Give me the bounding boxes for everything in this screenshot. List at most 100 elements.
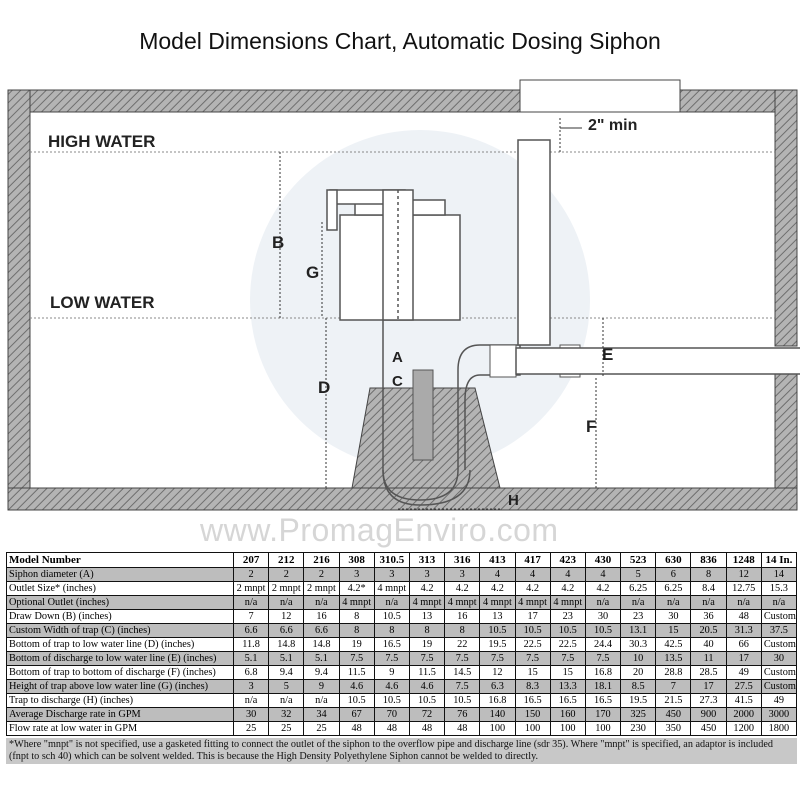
table-cell: 7.5 xyxy=(338,651,375,666)
row-label: Bottom of discharge to low water line (E… xyxy=(6,651,234,666)
table-cell: n/a xyxy=(303,693,340,708)
table-cell: 7.5 xyxy=(549,651,586,666)
row-label: Optional Outlet (inches) xyxy=(6,595,234,610)
table-cell: 25 xyxy=(232,721,270,736)
table-cell: 523 xyxy=(620,552,657,568)
table-cell: 8.3 xyxy=(514,679,551,694)
tank-walls xyxy=(7,79,798,511)
table-cell: 17 xyxy=(690,679,727,694)
table-cell: 19 xyxy=(408,637,446,652)
table-cell: 13 xyxy=(479,609,516,624)
dimension-a-label: A xyxy=(392,349,403,366)
table-cell: 37.5 xyxy=(760,623,798,638)
table-cell: 48 xyxy=(373,721,410,736)
table-cell: n/a xyxy=(620,595,657,610)
table-cell: 8 xyxy=(408,623,446,638)
table-cell: 8.5 xyxy=(620,679,657,694)
table-cell: 5 xyxy=(268,679,305,694)
table-cell: 23 xyxy=(549,609,586,624)
table-cell: 350 xyxy=(655,721,692,736)
table-cell: 72 xyxy=(408,707,446,722)
table-cell: 3 xyxy=(408,567,446,582)
table-cell: 8 xyxy=(338,609,375,624)
table-cell: 4 mnpt xyxy=(338,595,375,610)
table-cell: 2 mnpt xyxy=(232,581,270,596)
table-cell: 1800 xyxy=(760,721,798,736)
table-cell: 2 xyxy=(232,567,270,582)
siphon-bell xyxy=(326,189,461,321)
table-cell: 7.5 xyxy=(584,651,622,666)
row-label: Siphon diameter (A) xyxy=(6,567,234,582)
table-cell: 9.4 xyxy=(303,665,340,680)
table-cell: 4 mnpt xyxy=(549,595,586,610)
table-cell: 4 mnpt xyxy=(479,595,516,610)
table-cell: 10.5 xyxy=(584,623,622,638)
table-cell: 7.5 xyxy=(373,651,410,666)
table-cell: 19.5 xyxy=(479,637,516,652)
table-cell: 6 xyxy=(655,567,692,582)
table-cell: 18.1 xyxy=(584,679,622,694)
table-cell: 13.5 xyxy=(655,651,692,666)
table-cell: 5 xyxy=(620,567,657,582)
dimension-h-label: H xyxy=(508,492,519,509)
table-cell: 6.6 xyxy=(303,623,340,638)
table-cell: 325 xyxy=(620,707,657,722)
table-cell: 24.4 xyxy=(584,637,622,652)
table-cell: 4.2 xyxy=(514,581,551,596)
table-cell: n/a xyxy=(268,595,305,610)
table-cell: n/a xyxy=(655,595,692,610)
table-footnote: *Where "mnpt" is not specified, use a ga… xyxy=(6,738,797,764)
table-cell: 49 xyxy=(760,693,798,708)
table-cell: 30 xyxy=(584,609,622,624)
table-cell: 8 xyxy=(338,623,375,638)
table-cell: 28.8 xyxy=(655,665,692,680)
table-cell: 66 xyxy=(725,637,762,652)
table-cell: 10.5 xyxy=(514,623,551,638)
dimension-g-label: G xyxy=(306,263,319,282)
table-cell: 48 xyxy=(338,721,375,736)
siphon-trap xyxy=(382,320,521,501)
table-cell: 25 xyxy=(303,721,340,736)
table-cell: 4.2* xyxy=(338,581,375,596)
table-cell: 207 xyxy=(232,552,270,568)
table-cell: 6.8 xyxy=(232,665,270,680)
table-cell: 4.2 xyxy=(584,581,622,596)
table-cell: 4 mnpt xyxy=(373,581,410,596)
table-cell: 7.5 xyxy=(514,651,551,666)
row-label: Model Number xyxy=(6,552,234,568)
table-cell: 76 xyxy=(444,707,481,722)
low-water-label: LOW WATER xyxy=(50,293,155,312)
table-cell: 36 xyxy=(690,609,727,624)
table-cell: 20 xyxy=(620,665,657,680)
table-cell: 150 xyxy=(514,707,551,722)
table-cell: 7.5 xyxy=(408,651,446,666)
table-cell: 19 xyxy=(338,637,375,652)
table-cell: n/a xyxy=(232,595,270,610)
table-cell: 22.5 xyxy=(549,637,586,652)
table-cell: 8 xyxy=(444,623,481,638)
table-cell: 42.5 xyxy=(655,637,692,652)
table-cell: 100 xyxy=(479,721,516,736)
table-cell: 14 xyxy=(760,567,798,582)
table-cell: 11.5 xyxy=(408,665,446,680)
coupling xyxy=(489,344,517,378)
table-cell: 230 xyxy=(620,721,657,736)
table-cell: 6.25 xyxy=(655,581,692,596)
table-cell: 2 xyxy=(268,567,305,582)
table-cell: 100 xyxy=(584,721,622,736)
row-label: Custom Width of trap (C) (inches) xyxy=(6,623,234,638)
table-cell: 4.6 xyxy=(373,679,410,694)
table-cell: 13.1 xyxy=(620,623,657,638)
table-cell: 27.5 xyxy=(725,679,762,694)
table-cell: 2000 xyxy=(725,707,762,722)
table-cell: 140 xyxy=(479,707,516,722)
row-label: Draw Down (B) (inches) xyxy=(6,609,234,624)
table-cell: 2 xyxy=(303,567,340,582)
table-cell: 4 xyxy=(479,567,516,582)
table-cell: 67 xyxy=(338,707,375,722)
table-cell: 313 xyxy=(408,552,446,568)
